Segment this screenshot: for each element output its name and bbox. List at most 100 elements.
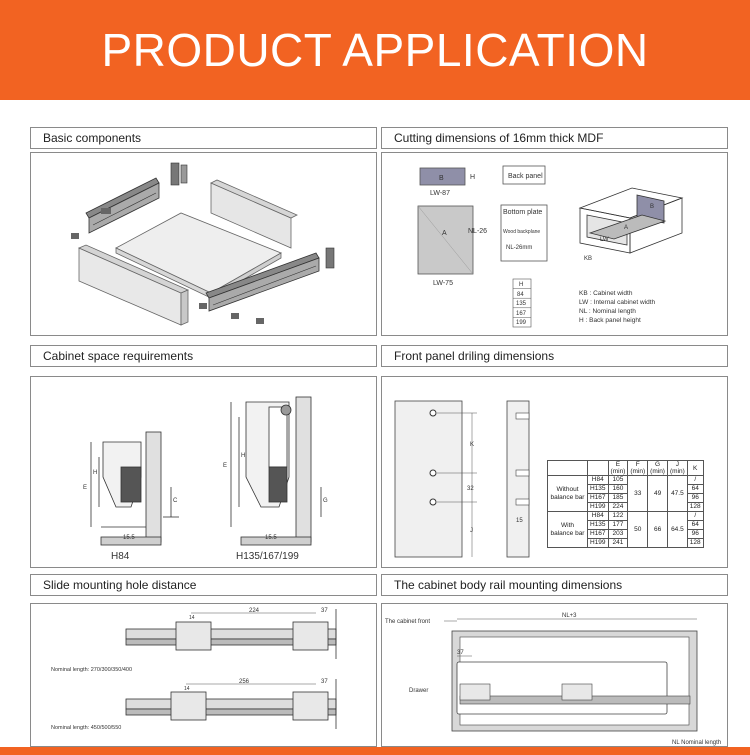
panel-slide-mounting: 224 37 14 Nominal length: 270/300/350/40… (30, 603, 377, 747)
drill-table-cell: 122 (607, 511, 629, 521)
legend-kb: KB : Cabinet width (579, 290, 633, 297)
h-table: H 84 135 167 199 (512, 278, 532, 328)
drill-table-cell: 105 (607, 475, 629, 485)
drill-table-cell-k: 96 (686, 493, 704, 503)
drill-group-label: With balance bar (547, 511, 588, 548)
space-h-label-left: H (93, 470, 97, 476)
isometric-cabinet (578, 187, 684, 254)
bottom-plate-lw-label: LW-75 (433, 280, 453, 287)
front-k-label: K (470, 442, 474, 448)
cabinet-space-diagram: E H C 15.5 H84 E H G 15.5 H135/167/199 (83, 396, 328, 562)
back-panel-height-label: H (470, 174, 475, 181)
drill-table-cell: H84 (587, 475, 609, 485)
back-panel-shape (419, 167, 466, 186)
drill-table-header (587, 460, 609, 476)
drill-table-cell-k: 128 (686, 538, 704, 548)
section-header-cutting-dimensions: Cutting dimensions of 16mm thick MDF (381, 127, 728, 149)
panel-rail-mounting: The cabinet front NL+3 37 Drawer NL Nomi… (381, 603, 728, 747)
drill-table-cell-g: 66 (647, 511, 668, 548)
caption-h84: H84 (111, 551, 130, 562)
bottom-plate-nl-label: NL-26 (468, 228, 487, 235)
rail-37-label: 37 (457, 650, 464, 656)
iso-b-label: B (650, 204, 654, 210)
space-g-label-right: G (323, 498, 328, 504)
slide-bottom-small: 37 (321, 679, 328, 685)
panel-cutting-dimensions: B LW-87 H Back panel A NL-26 LW-75 Botto… (381, 152, 728, 336)
back-panel-width-label: LW-87 (430, 190, 450, 197)
banner: PRODUCT APPLICATION (0, 0, 750, 100)
drill-table-cell-k: / (686, 511, 704, 521)
drill-table-cell-f: 50 (627, 511, 649, 548)
drill-table-cell-k: 96 (686, 529, 704, 539)
drill-table-header: E (min) (607, 460, 629, 476)
drill-table-cell: 203 (607, 529, 629, 539)
drawer-label: Drawer (409, 688, 428, 694)
drill-table-cell: 224 (607, 502, 629, 512)
slide-bottom-left: 14 (184, 686, 190, 692)
drill-table-cell: 177 (607, 520, 629, 530)
drill-table-cell-j: 64.5 (666, 511, 688, 548)
drill-table-cell: H135 (587, 484, 609, 494)
slide-mounting-diagram: 224 37 14 Nominal length: 270/300/350/40… (51, 608, 337, 731)
wood-backplane-label: Wood backplane (503, 229, 540, 235)
legend-h: H : Back panel height (579, 317, 641, 324)
caption-h135-167-199: H135/167/199 (236, 551, 299, 562)
drill-table-header: F (min) (627, 460, 649, 476)
slide-top-small: 37 (321, 608, 328, 614)
space-155-left: 15.5 (123, 535, 135, 541)
rail-mounting-diagram: The cabinet front NL+3 37 Drawer NL Nomi… (385, 613, 721, 746)
back-panel-b-label: B (439, 175, 444, 182)
page-title: PRODUCT APPLICATION (101, 24, 649, 76)
nl-26mm-label: NL-26mm (506, 245, 532, 251)
section-header-basic-components: Basic components (30, 127, 377, 149)
drill-table-cell: H199 (587, 502, 609, 512)
slide-bottom-dim: 256 (239, 679, 250, 685)
drill-table-cell-g: 49 (647, 475, 668, 512)
front-32-label: 32 (467, 486, 474, 492)
drill-table-cell: H167 (587, 529, 609, 539)
h-table-cell: 167 (516, 311, 527, 317)
panel-cabinet-space: E H C 15.5 H84 E H G 15.5 H135/167/199 (30, 376, 377, 568)
h-table-cell: 135 (516, 301, 527, 307)
h-table-cell: 84 (517, 292, 524, 298)
cabinet-front-label: The cabinet front (385, 619, 430, 625)
drill-table-cell-k: / (686, 475, 704, 485)
drill-table-cell: H135 (587, 520, 609, 530)
nl-nominal-length-label: NL Nominal length (672, 740, 721, 746)
legend-nl: NL : Nominal length (579, 308, 636, 315)
drill-table-cell: 185 (607, 493, 629, 503)
exploded-drawer-illustration (71, 162, 335, 326)
section-header-front-panel: Front panel driling dimensions (381, 345, 728, 367)
front-panel-diagram: K 32 J 15 (394, 400, 530, 558)
space-h-label-right: H (241, 453, 245, 459)
drill-table-header: K (686, 460, 704, 476)
bottom-plate-label: Bottom plate (503, 209, 542, 216)
drill-group-label: Without balance bar (547, 475, 588, 512)
bottom-accent-bar (0, 747, 750, 755)
nominal-length-top: Nominal length: 270/300/350/400 (51, 667, 132, 673)
drill-table-header (547, 460, 588, 476)
drill-table-header: J (min) (666, 460, 688, 476)
front-15-label: 15 (516, 518, 523, 524)
drill-table-cell: H84 (587, 511, 609, 521)
drill-table-cell-k: 128 (686, 502, 704, 512)
space-e-label-right: E (223, 463, 227, 469)
nominal-length-bottom: Nominal length: 450/500/550 (51, 725, 121, 731)
slide-top-left: 14 (189, 615, 195, 621)
front-j-label: J (470, 528, 473, 534)
drill-table-cell: 160 (607, 484, 629, 494)
drill-table-cell: H199 (587, 538, 609, 548)
drill-table-cell: 241 (607, 538, 629, 548)
space-155-right: 15.5 (265, 535, 277, 541)
h-table-header: H (519, 282, 523, 288)
legend-lw: LW : Internal cabinet width (579, 299, 655, 306)
drill-table-cell-f: 33 (627, 475, 649, 512)
section-header-rail-mounting: The cabinet body rail mounting dimension… (381, 574, 728, 596)
cutting-dimensions-diagram: B LW-87 H Back panel A NL-26 LW-75 Botto… (417, 165, 684, 328)
nl-plus-3-label: NL+3 (562, 613, 577, 619)
space-e-label-left: E (83, 485, 87, 491)
iso-a-label: A (624, 225, 628, 231)
iso-lw-label: LW (600, 237, 609, 243)
